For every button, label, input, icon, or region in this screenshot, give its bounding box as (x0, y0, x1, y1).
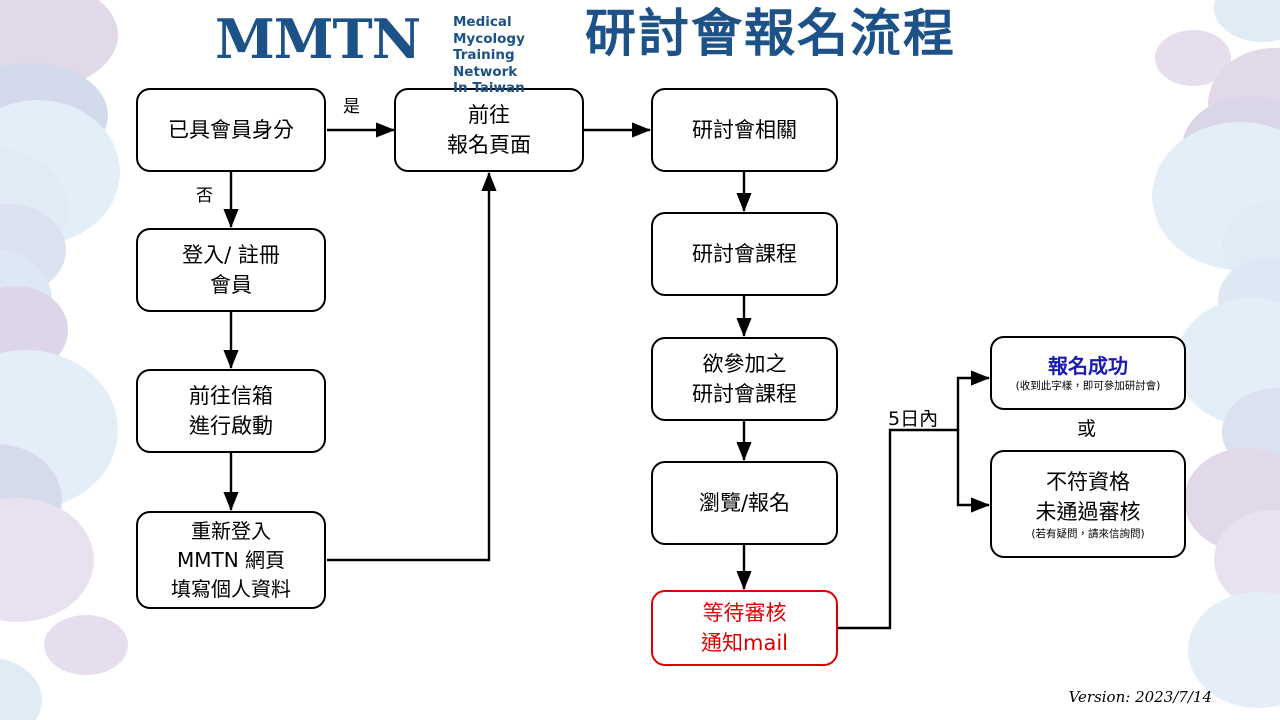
node-success-note: (收到此字樣，即可參加研討會) (1015, 379, 1161, 392)
node-browse-signup[interactable]: 瀏覽/報名 (651, 461, 838, 545)
logo-wordmark: MMTN (215, 7, 421, 71)
node-await-review-line-1: 等待審核 (702, 601, 787, 625)
node-relogin-profile-line-1: 重新登入 (191, 518, 271, 543)
logo-subtitle-line-3: In Taiwan (453, 80, 525, 96)
node-success-title: 報名成功 (1048, 353, 1128, 378)
version-label: Version: 2023/7/14 (1068, 688, 1212, 706)
node-relogin-profile-line-2: MMTN 網頁 (176, 547, 286, 572)
node-browse-signup-line-1: 瀏覽/報名 (698, 491, 791, 515)
node-rejected-line-1: 不符資格 (1046, 470, 1130, 494)
node-login-register-line-1: 登入/ 註冊 (182, 243, 280, 267)
node-success[interactable]: 報名成功 (收到此字樣，即可參加研討會) (990, 336, 1186, 410)
page-title: 研討會報名流程 (585, 5, 957, 64)
mmtn-logo: MMTN Medical Mycology Training Network I… (215, 6, 570, 96)
node-login-register[interactable]: 登入/ 註冊 會員 (136, 228, 326, 312)
edge-label-yes: 是 (343, 97, 360, 117)
node-rejected-line-2: 未通過審核 (1035, 500, 1141, 524)
node-activate-mail-line-1: 前往信箱 (189, 384, 273, 408)
node-relogin-profile-line-3: 填寫個人資料 (171, 576, 291, 601)
edge-await-to-rejected (956, 430, 990, 513)
node-go-signup-page[interactable]: 前往 報名頁面 (394, 88, 584, 172)
node-await-review[interactable]: 等待審核 通知mail (651, 590, 838, 666)
edge-await-to-success (838, 370, 990, 630)
edge-label-within-5-days: 5日內 (888, 408, 939, 430)
node-seminar-course-line-1: 研討會課程 (692, 242, 797, 266)
edge-label-no: 否 (196, 186, 213, 206)
logo-subtitle-line-2: Training Network (453, 47, 518, 80)
node-seminar-related[interactable]: 研討會相關 (651, 88, 838, 172)
edge-label-or: 或 (1077, 418, 1097, 440)
logo-subtitle-line-1: Medical Mycology (453, 14, 525, 47)
node-go-signup-page-line-1: 前往 (468, 103, 510, 127)
node-await-review-line-2: 通知mail (701, 631, 788, 655)
node-activate-mail-line-2: 進行啟動 (189, 414, 273, 438)
node-seminar-related-line-1: 研討會相關 (692, 118, 797, 142)
node-go-signup-page-line-2: 報名頁面 (447, 133, 531, 157)
node-activate-mail[interactable]: 前往信箱 進行啟動 (136, 369, 326, 453)
node-rejected[interactable]: 不符資格 未通過審核 (若有疑問，請來信詢問) (990, 450, 1186, 558)
edge-relogin-to-signup (327, 172, 497, 562)
logo-subtitle: Medical Mycology Training Network In Tai… (453, 14, 578, 97)
node-rejected-note: (若有疑問，請來信詢問) (1031, 528, 1145, 540)
node-login-register-line-2: 會員 (210, 273, 252, 297)
node-desired-course[interactable]: 欲參加之 研討會課程 (651, 337, 838, 421)
node-seminar-course[interactable]: 研討會課程 (651, 212, 838, 296)
node-desired-course-line-2: 研討會課程 (692, 382, 797, 406)
node-member-check[interactable]: 已具會員身分 (136, 88, 326, 172)
node-desired-course-line-1: 欲參加之 (702, 352, 787, 376)
node-relogin-profile[interactable]: 重新登入 MMTN 網頁 填寫個人資料 (136, 511, 326, 609)
node-member-check-line-1: 已具會員身分 (168, 118, 294, 142)
